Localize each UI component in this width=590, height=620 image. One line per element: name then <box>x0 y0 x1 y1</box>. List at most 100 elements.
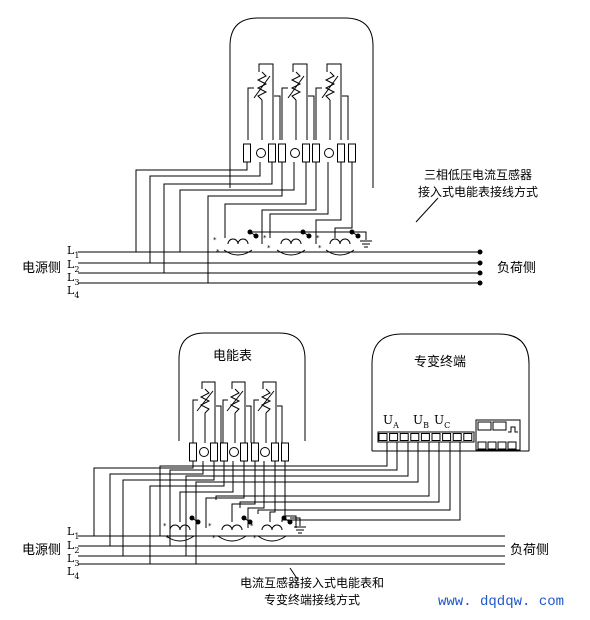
top-coil-arrow <box>253 75 271 99</box>
bottom-wire <box>109 461 204 546</box>
top-current-lead <box>281 87 288 140</box>
bottom-ground-lead <box>290 517 301 526</box>
top-ct-core <box>325 249 355 256</box>
terminal-screw <box>452 433 462 441</box>
top-caption: 三相低压电流互感器 接入式电能表接线方式 <box>418 168 539 199</box>
bottom-current-terminal <box>210 442 218 462</box>
bottom-source-side-label: 电源侧 <box>22 543 62 558</box>
terminal-wire <box>185 442 409 556</box>
top-coil-arrow <box>321 75 339 99</box>
top-wire <box>224 162 307 238</box>
bottom-current-terminal <box>189 442 197 462</box>
polarity-mark: * <box>163 522 167 530</box>
top-line-label-l3: L3 <box>67 271 80 287</box>
top-voltage-coil <box>290 71 302 101</box>
top-load-terminal-dot <box>477 260 483 266</box>
bottom-current-lead <box>192 399 198 443</box>
terminal-io-port <box>477 421 492 431</box>
top-voltage-coil <box>324 71 336 101</box>
top-meter-housing <box>229 17 374 188</box>
top-voltage-lead <box>258 63 274 140</box>
bottom-wire <box>284 461 297 528</box>
terminal-label: 专变终端 <box>414 355 467 370</box>
top-caption-pointer <box>415 197 439 223</box>
bottom-ct-winding <box>169 524 191 531</box>
bottom-voltage-lead <box>231 381 246 443</box>
top-current-terminal <box>243 143 251 163</box>
terminal-wire <box>215 442 430 500</box>
terminal-wire <box>257 442 451 514</box>
terminal-io-pin <box>477 441 487 450</box>
terminal-housing <box>371 333 530 451</box>
top-current-terminal <box>312 143 320 163</box>
bottom-voltage-lead <box>262 381 277 443</box>
top-load-side-label: 负荷侧 <box>497 261 537 276</box>
bottom-load-side-label: 负荷侧 <box>510 543 550 558</box>
terminal-io-port <box>492 421 507 431</box>
polarity-mark: * <box>216 248 220 256</box>
terminal-screw <box>442 433 452 441</box>
top-voltage-coil <box>256 71 268 101</box>
terminal-wire <box>239 442 440 508</box>
polarity-mark: * <box>316 234 320 242</box>
top-ct-secondary-dot <box>355 233 361 239</box>
bottom-wire <box>93 461 194 536</box>
phase-label-uc: UC <box>434 413 451 430</box>
terminal-screw <box>431 433 441 441</box>
top-ct-winding <box>227 238 249 245</box>
pulse-icon <box>508 426 518 433</box>
top-voltage-terminal <box>256 148 266 158</box>
bottom-voltage-coil <box>199 388 211 414</box>
top-voltage-terminal <box>290 148 300 158</box>
top-source-side-label: 电源侧 <box>22 261 62 276</box>
top-current-lead <box>247 87 254 140</box>
terminal-screw <box>410 433 420 441</box>
terminal-io-pin <box>507 441 517 450</box>
top-coil-arrow <box>287 75 305 99</box>
terminal-screw <box>420 433 430 441</box>
bottom-current-terminal <box>220 442 228 462</box>
terminal-screw <box>389 433 399 441</box>
bottom-caption-pointer <box>289 567 299 581</box>
top-ct-winding <box>329 238 351 245</box>
top-wire <box>334 162 353 238</box>
top-current-terminal <box>278 143 286 163</box>
polarity-mark: * <box>250 522 254 530</box>
bottom-ct-core <box>165 535 195 542</box>
bottom-ct-core <box>257 535 287 542</box>
top-line-label-l4: L4 <box>67 284 80 300</box>
top-current-lead <box>342 95 349 140</box>
top-wire <box>135 162 248 252</box>
bottom-current-terminal <box>281 442 289 462</box>
bottom-ct-secondary-dot <box>247 519 253 525</box>
top-line-label-l1: L1 <box>67 244 80 260</box>
top-wire <box>207 162 283 283</box>
bottom-ct-core <box>217 535 247 542</box>
top-load-terminal-dot <box>477 270 483 276</box>
top-voltage-terminal <box>324 148 334 158</box>
top-wire <box>163 162 273 273</box>
top-ct-secondary-dot <box>306 233 312 239</box>
bottom-current-lead <box>253 399 259 443</box>
phase-label-ub: UB <box>413 413 430 430</box>
bottom-ct-secondary-dot <box>287 519 293 525</box>
bottom-voltage-terminal <box>199 447 209 457</box>
bottom-current-lead <box>277 405 283 443</box>
bottom-line-label-l2: L2 <box>67 539 80 555</box>
top-ground-lead <box>358 231 367 240</box>
bottom-coil-arrow <box>226 390 244 412</box>
polarity-mark: * <box>263 234 267 242</box>
bottom-ct-winding <box>261 524 283 531</box>
top-wire <box>149 162 261 263</box>
bottom-coil-arrow <box>196 390 214 412</box>
phase-label-ua: UA <box>383 413 399 430</box>
top-current-terminal <box>268 143 276 163</box>
top-current-lead <box>308 95 315 140</box>
bottom-line-label-l4: L4 <box>67 565 80 581</box>
bottom-voltage-coil <box>260 388 272 414</box>
bottom-wire <box>149 461 225 564</box>
top-ct-secondary-dot <box>253 233 259 239</box>
bottom-line-label-l1: L1 <box>67 525 80 541</box>
bottom-ct-secondary-dot <box>195 519 201 525</box>
